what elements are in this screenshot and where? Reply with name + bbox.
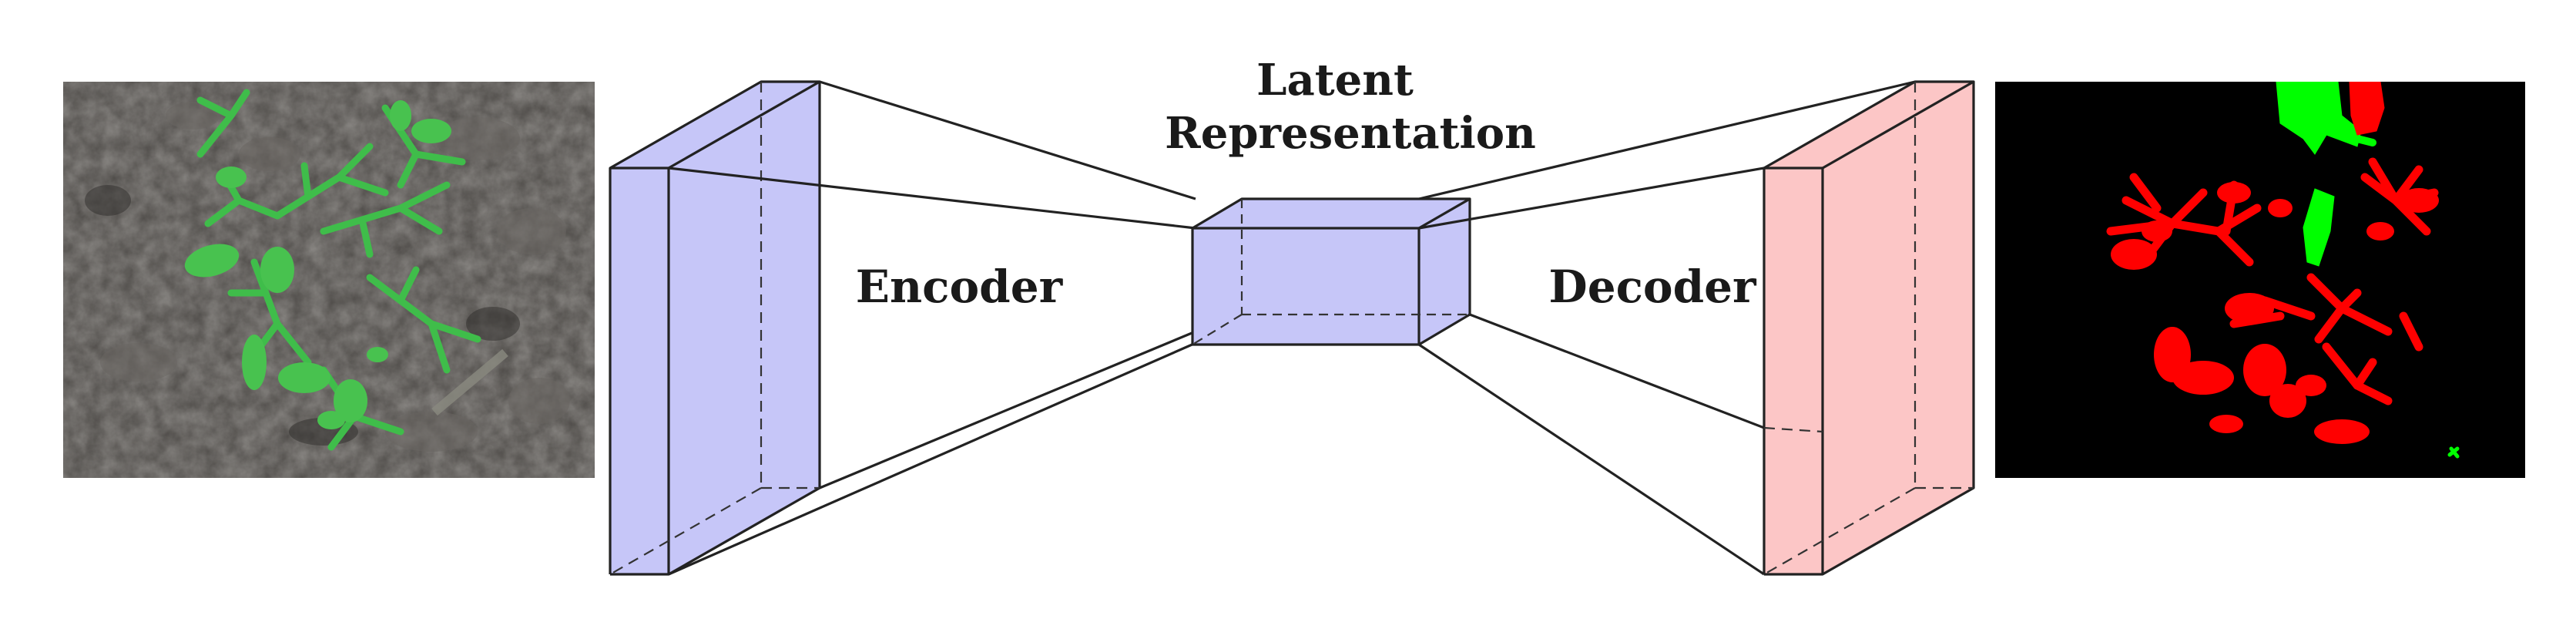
output-segmentation-image [1995, 82, 2525, 478]
encoder-label: Encoder [856, 261, 1064, 313]
plant-cluster [196, 89, 481, 451]
latent-block [1191, 197, 1471, 346]
encoder-block [609, 80, 821, 576]
encoder-connectors [668, 80, 1196, 576]
latent-title-line2: Representation [1165, 108, 1536, 159]
decoder-label: Decoder [1548, 261, 1757, 313]
input-field-image [63, 82, 595, 478]
decoder-block [1763, 80, 1975, 576]
latent-title-line1: Latent [1256, 55, 1414, 106]
decoder-connectors [1418, 80, 1916, 576]
